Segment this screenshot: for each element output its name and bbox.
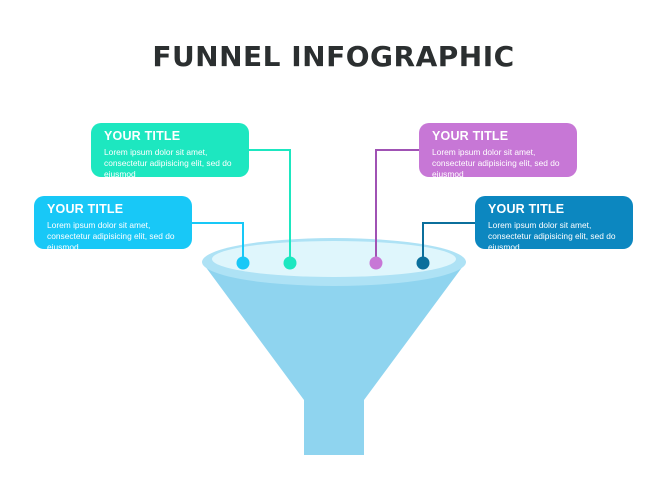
step-description: Lorem ipsum dolor sit amet, consectetur … <box>488 220 616 253</box>
step-title: YOUR TITLE <box>104 129 181 143</box>
connector-line-top-left <box>249 149 291 263</box>
page-title: FUNNEL INFOGRAPHIC <box>152 40 515 73</box>
connector-line-top-right <box>375 149 419 263</box>
step-card-top-left: YOUR TITLE Lorem ipsum dolor sit amet, c… <box>91 123 249 179</box>
step-description: Lorem ipsum dolor sit amet, consectetur … <box>104 147 232 180</box>
connector-dot-left <box>236 256 250 270</box>
connector-dot-right <box>416 256 430 270</box>
connector-line-right <box>422 222 475 263</box>
step-title: YOUR TITLE <box>432 129 509 143</box>
step-card-top-right: YOUR TITLE Lorem ipsum dolor sit amet, c… <box>419 123 577 179</box>
funnel-opening <box>212 241 456 277</box>
step-title: YOUR TITLE <box>47 202 124 216</box>
connector-dot-top-right <box>369 256 383 270</box>
step-card-left: YOUR TITLE Lorem ipsum dolor sit amet, c… <box>34 196 192 252</box>
step-description: Lorem ipsum dolor sit amet, consectetur … <box>47 220 175 253</box>
funnel-cone <box>202 262 466 455</box>
step-description: Lorem ipsum dolor sit amet, consectetur … <box>432 147 560 180</box>
connector-line-left <box>192 222 244 263</box>
step-title: YOUR TITLE <box>488 202 565 216</box>
step-card-right: YOUR TITLE Lorem ipsum dolor sit amet, c… <box>475 196 633 252</box>
connector-dot-top-left <box>283 256 297 270</box>
